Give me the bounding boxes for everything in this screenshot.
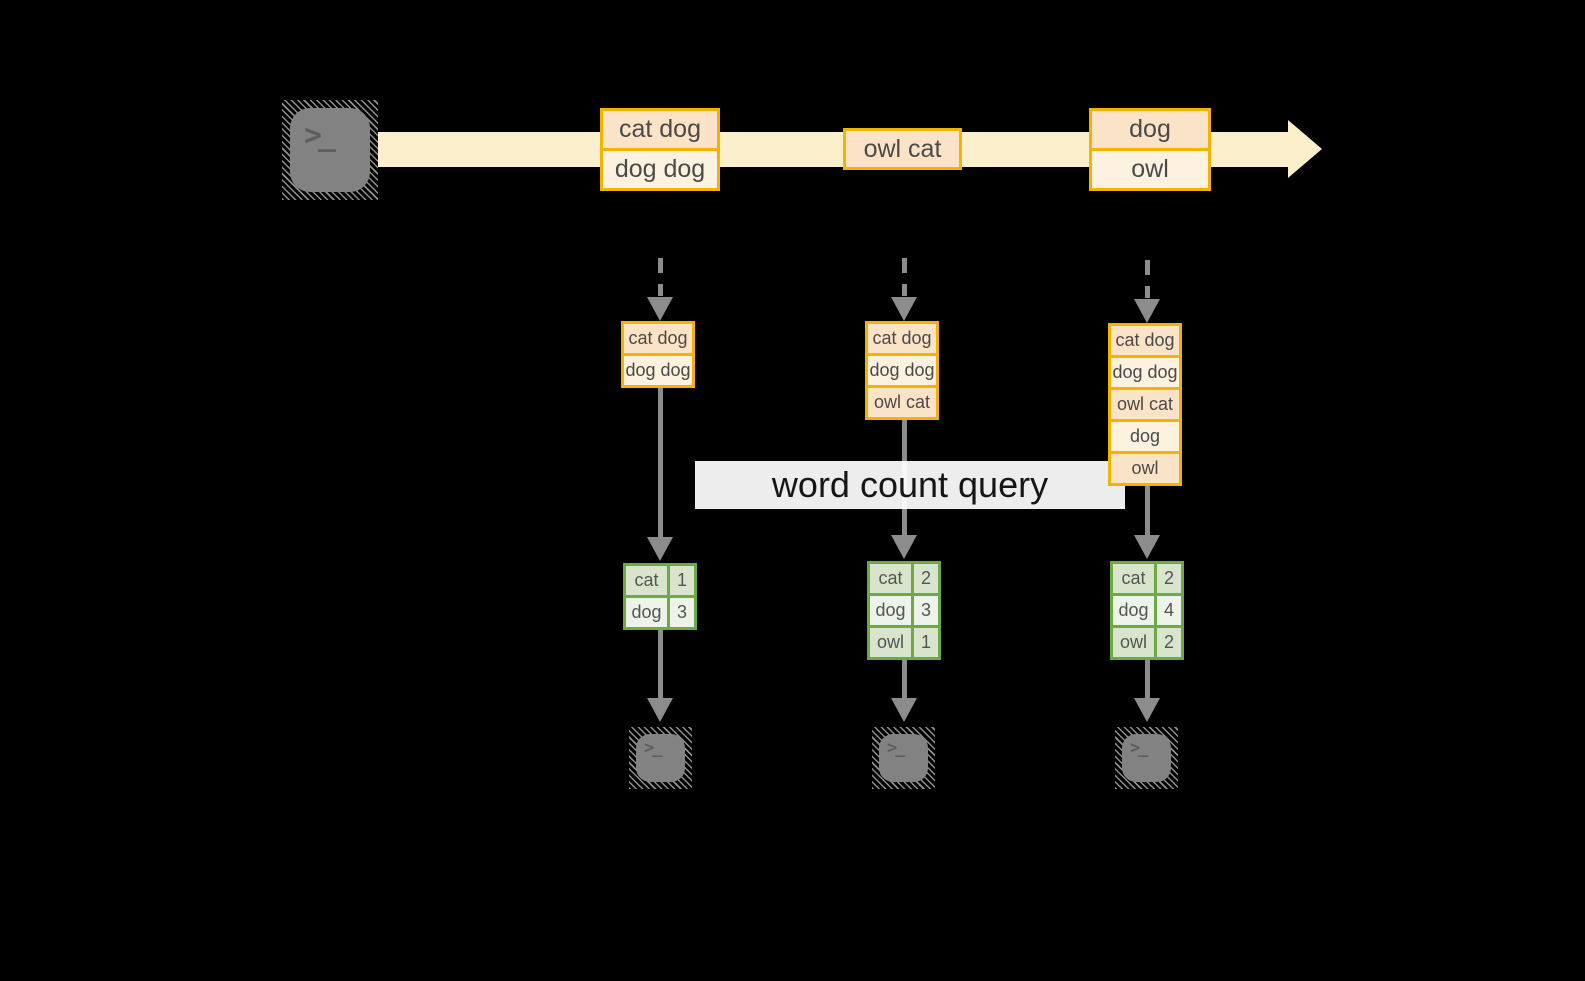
count-word: owl (1113, 628, 1154, 657)
event-line: dog (1092, 111, 1208, 148)
dashed-arrow-line (1145, 260, 1150, 298)
count-value: 1 (914, 628, 938, 657)
terminal-body: >_ (636, 734, 685, 782)
connector-arrow-head (647, 698, 673, 722)
count-word: cat (626, 566, 667, 595)
window-item: dog (1111, 419, 1179, 451)
terminal-body: >_ (879, 734, 928, 782)
stream-event-1: cat dog dog dog (600, 108, 720, 191)
connector-line (658, 388, 663, 538)
count-value: 4 (1157, 596, 1181, 625)
window-item: owl cat (1111, 387, 1179, 419)
count-value: 1 (670, 566, 694, 595)
terminal-prompt-icon: >_ (887, 738, 906, 758)
window-item: owl (1111, 451, 1179, 483)
count-word: dog (1113, 596, 1154, 625)
connector-arrow-head (1134, 535, 1160, 559)
count-value: 2 (914, 564, 938, 593)
terminal-prompt-icon: >_ (644, 738, 663, 758)
dashed-arrow-line (658, 258, 663, 296)
terminal-prompt-icon: >_ (304, 118, 336, 153)
terminal-body: >_ (290, 108, 370, 192)
count-word: cat (870, 564, 911, 593)
connector-line (658, 629, 663, 698)
event-line: owl (1092, 148, 1208, 188)
sink-terminal-icon: >_ (629, 727, 692, 789)
window-item: dog dog (624, 353, 692, 385)
stream-arrow-head (1288, 120, 1322, 178)
sink-terminal-icon: >_ (1115, 727, 1178, 789)
connector-arrow-head (891, 535, 917, 559)
window-item: dog dog (1111, 355, 1179, 387)
count-value: 3 (914, 596, 938, 625)
count-word: dog (626, 598, 667, 627)
dashed-arrow-head (1134, 299, 1160, 323)
stream-event-3: dog owl (1089, 108, 1211, 191)
window-item: cat dog (868, 324, 936, 353)
window-item: dog dog (868, 353, 936, 385)
count-table-1: cat 1 dog 3 (623, 563, 697, 630)
terminal-body: >_ (1122, 734, 1171, 782)
event-line: dog dog (603, 148, 717, 188)
window-item: cat dog (624, 324, 692, 353)
connector-line (902, 659, 907, 698)
count-value: 2 (1157, 628, 1181, 657)
dashed-arrow-line (902, 258, 907, 296)
count-value: 2 (1157, 564, 1181, 593)
connector-arrow-head (647, 537, 673, 561)
window-stack-1: cat dog dog dog (621, 321, 695, 388)
count-word: dog (870, 596, 911, 625)
connector-line (1145, 484, 1150, 536)
event-line: cat dog (603, 111, 717, 148)
window-stack-2: cat dog dog dog owl cat (865, 321, 939, 420)
event-line: owl cat (846, 131, 959, 167)
stream-event-2: owl cat (843, 128, 962, 170)
count-word: owl (870, 628, 911, 657)
count-value: 3 (670, 598, 694, 627)
connector-arrow-head (1134, 698, 1160, 722)
terminal-prompt-icon: >_ (1130, 738, 1149, 758)
window-item: cat dog (1111, 326, 1179, 355)
connector-line (1145, 659, 1150, 698)
sink-terminal-icon: >_ (872, 727, 935, 789)
window-stack-3: cat dog dog dog owl cat dog owl (1108, 323, 1182, 486)
count-table-3: cat 2 dog 4 owl 2 (1110, 561, 1184, 660)
query-label: word count query (695, 461, 1125, 509)
count-word: cat (1113, 564, 1154, 593)
dashed-arrow-head (891, 297, 917, 321)
source-terminal-icon: >_ (282, 100, 378, 200)
count-table-2: cat 2 dog 3 owl 1 (867, 561, 941, 660)
connector-arrow-head (891, 698, 917, 722)
window-item: owl cat (868, 385, 936, 417)
dashed-arrow-head (647, 297, 673, 321)
